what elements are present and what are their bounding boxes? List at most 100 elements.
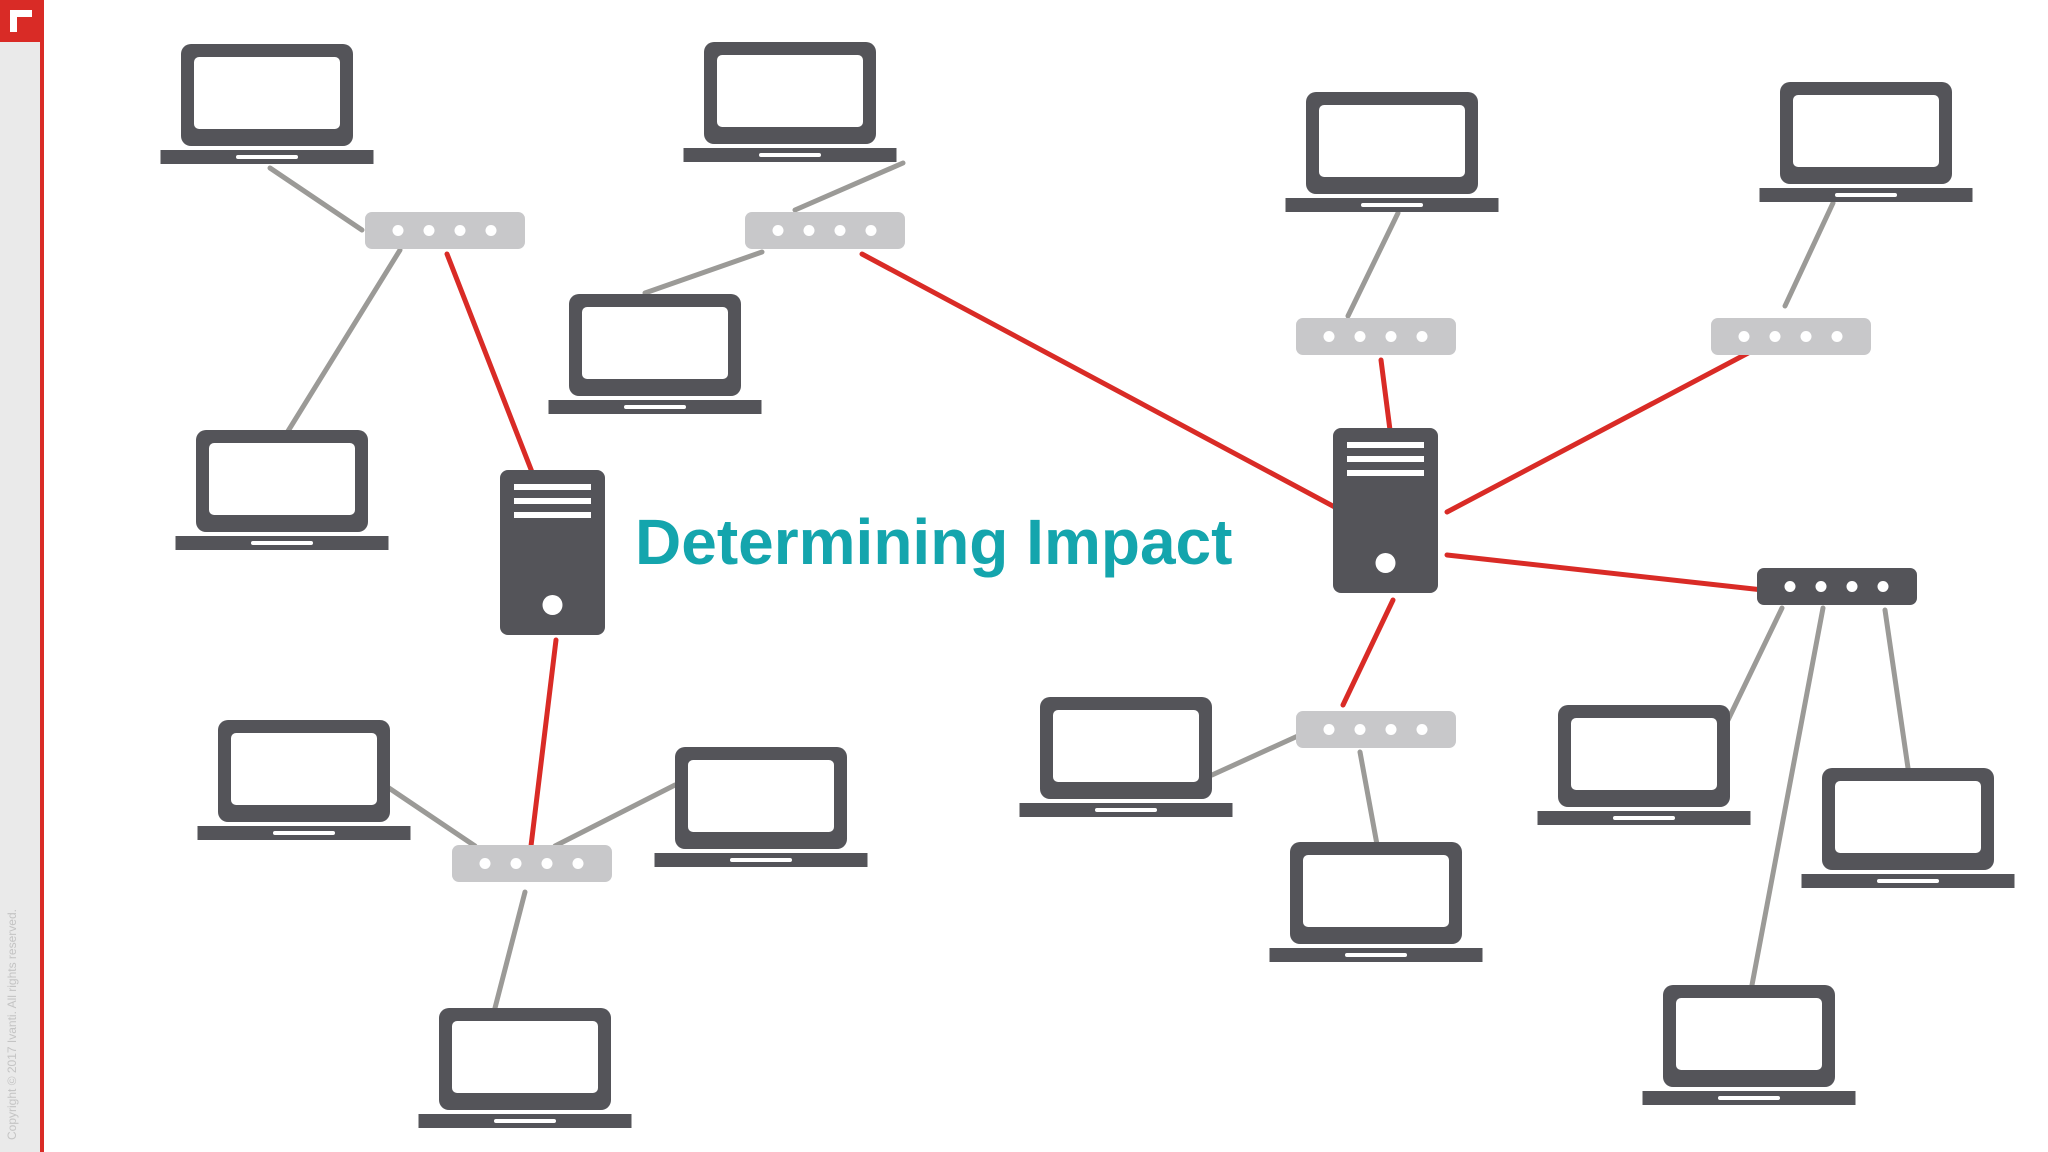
laptop-screen — [1303, 855, 1449, 927]
hub-body — [1711, 318, 1871, 355]
laptop-icon — [160, 44, 374, 164]
hub-port-light — [572, 858, 584, 869]
slide-title: Determining Impact — [635, 506, 1233, 578]
network-link — [1882, 607, 1911, 771]
hub-port-light — [1416, 724, 1428, 735]
network-hub-icon — [745, 212, 905, 249]
hub-body — [1757, 568, 1917, 605]
laptop-icon — [197, 720, 411, 840]
network-link — [859, 251, 1347, 515]
network-link — [792, 160, 906, 213]
network-nodes — [160, 42, 2015, 1128]
laptop-trackpad — [730, 858, 792, 862]
hub-port-light — [1385, 331, 1397, 342]
network-links — [267, 160, 1911, 1011]
hub-port-light — [1784, 581, 1796, 592]
laptop-trackpad — [1361, 203, 1423, 207]
server-icon — [500, 470, 605, 635]
laptop-trackpad — [1095, 808, 1157, 812]
network-link — [1782, 200, 1836, 309]
network-link — [267, 165, 365, 233]
laptop-screen — [452, 1021, 598, 1093]
hub-port-light — [1831, 331, 1843, 342]
hub-body — [745, 212, 905, 249]
server-drive-slot — [514, 498, 591, 504]
network-hub-icon — [1757, 568, 1917, 605]
hub-port-light — [1354, 724, 1366, 735]
laptop-icon — [548, 294, 762, 414]
hub-port-light — [510, 858, 522, 869]
network-hub-icon — [452, 845, 612, 882]
laptop-icon — [1801, 768, 2015, 888]
network-link — [1444, 349, 1753, 515]
network-link — [1340, 597, 1396, 708]
network-link — [552, 782, 678, 849]
laptop-trackpad — [759, 153, 821, 157]
network-link — [1725, 605, 1785, 723]
hub-port-light — [1877, 581, 1889, 592]
network-link — [1749, 605, 1826, 988]
laptop-icon — [175, 430, 389, 550]
laptop-trackpad — [1345, 953, 1407, 957]
hub-port-light — [1846, 581, 1858, 592]
laptop-trackpad — [1718, 1096, 1780, 1100]
network-link — [282, 247, 403, 439]
server-power-light — [542, 595, 563, 615]
hub-port-light — [479, 858, 491, 869]
laptop-trackpad — [251, 541, 313, 545]
laptop-trackpad — [1835, 193, 1897, 197]
laptop-screen — [209, 443, 355, 515]
laptop-screen — [1835, 781, 1981, 853]
laptop-screen — [1053, 710, 1199, 782]
laptop-icon — [1759, 82, 1973, 202]
laptop-icon — [1269, 842, 1483, 962]
hub-port-light — [1323, 724, 1335, 735]
laptop-trackpad — [624, 405, 686, 409]
server-power-light — [1375, 553, 1396, 573]
network-link — [377, 779, 478, 849]
laptop-screen — [194, 57, 340, 129]
laptop-trackpad — [494, 1119, 556, 1123]
network-link — [642, 249, 765, 296]
laptop-trackpad — [1877, 879, 1939, 883]
hub-body — [1296, 318, 1456, 355]
slide-sidebar — [0, 0, 40, 1152]
network-link — [1209, 732, 1303, 778]
hub-port-light — [1416, 331, 1428, 342]
logo-glyph — [10, 10, 32, 32]
hub-port-light — [423, 225, 435, 236]
hub-port-light — [1815, 581, 1827, 592]
hub-port-light — [834, 225, 846, 236]
server-drive-slot — [514, 512, 591, 518]
hub-port-light — [1354, 331, 1366, 342]
hub-body — [1296, 711, 1456, 748]
network-link — [444, 251, 535, 475]
laptop-screen — [1319, 105, 1465, 177]
server-body — [1333, 428, 1438, 593]
hub-port-light — [803, 225, 815, 236]
hub-port-light — [392, 225, 404, 236]
hub-port-light — [1769, 331, 1781, 342]
laptop-icon — [1019, 697, 1233, 817]
network-link — [1378, 357, 1393, 433]
hub-port-light — [454, 225, 466, 236]
sidebar-accent-line — [40, 0, 44, 1152]
hub-port-light — [485, 225, 497, 236]
ivanti-logo-icon — [0, 0, 42, 42]
laptop-trackpad — [1613, 816, 1675, 820]
laptop-icon — [1285, 92, 1499, 212]
network-hub-icon — [1296, 711, 1456, 748]
laptop-icon — [1537, 705, 1751, 825]
network-link — [1444, 552, 1766, 593]
server-body — [500, 470, 605, 635]
network-link — [1357, 749, 1381, 853]
hub-body — [365, 212, 525, 249]
hub-port-light — [865, 225, 877, 236]
laptop-screen — [1676, 998, 1822, 1070]
hub-port-light — [1323, 331, 1335, 342]
laptop-icon — [654, 747, 868, 867]
hub-port-light — [1738, 331, 1750, 342]
laptop-icon — [418, 1008, 632, 1128]
laptop-trackpad — [273, 831, 335, 835]
